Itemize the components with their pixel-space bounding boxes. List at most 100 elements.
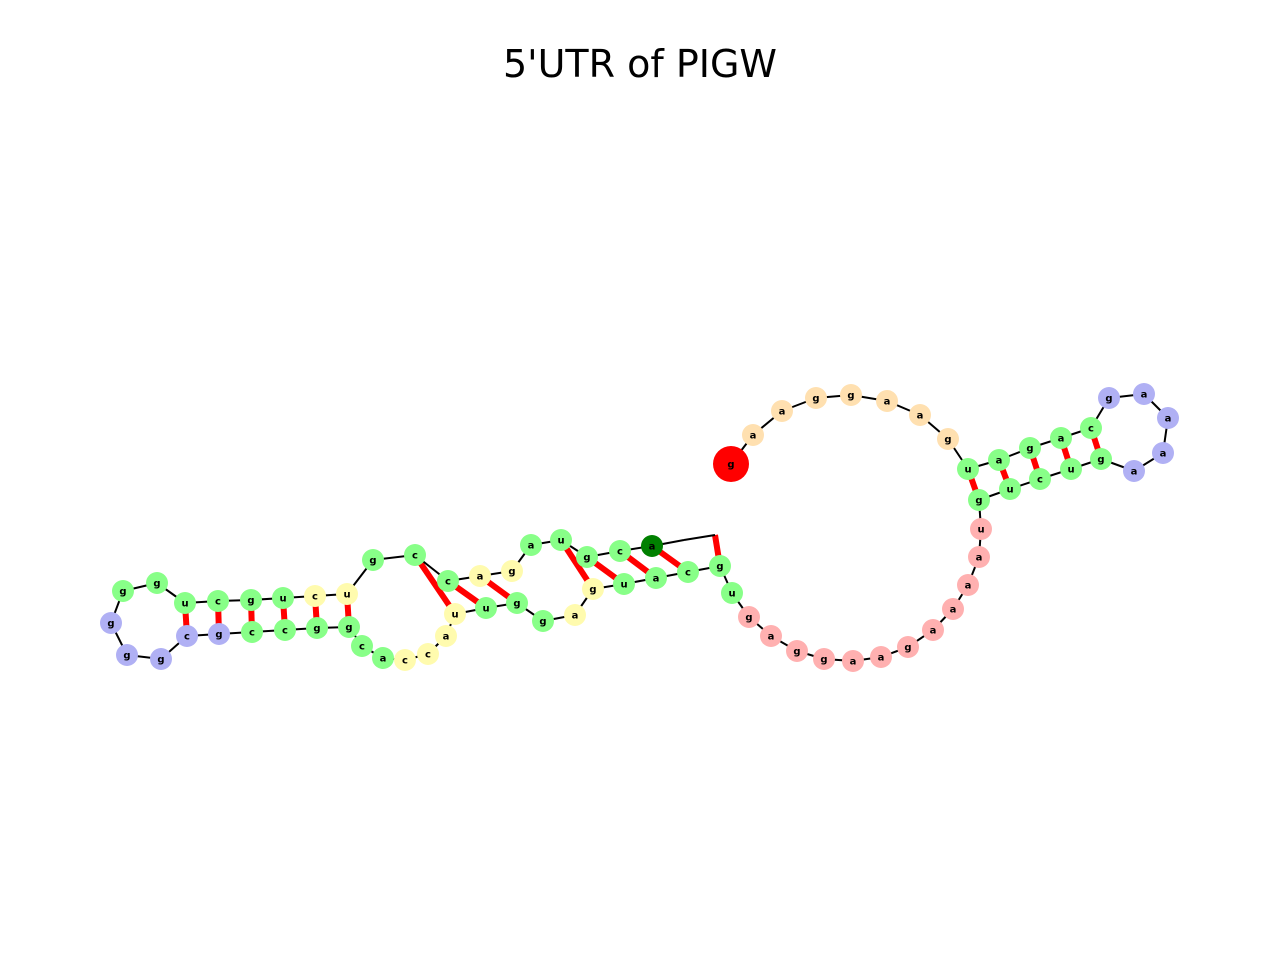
nucleotide-stem: g xyxy=(576,546,598,568)
nucleotide-label: g xyxy=(1105,394,1112,405)
nucleotide-multiloop: u xyxy=(970,518,992,540)
nucleotide-label: u xyxy=(977,525,984,536)
nucleotide-stem: g xyxy=(112,580,134,602)
nucleotide-node xyxy=(709,555,731,577)
nucleotide-node xyxy=(240,589,262,611)
nucleotide-stem: g xyxy=(532,610,554,632)
nucleotide-label: a xyxy=(878,653,885,664)
nucleotide-label: a xyxy=(965,581,972,592)
nucleotide-node xyxy=(842,650,864,672)
nucleotide-stem: u xyxy=(721,582,743,604)
nucleotide-label: g xyxy=(215,630,222,641)
nucleotide-label: u xyxy=(964,465,971,476)
nucleotide-node xyxy=(957,574,979,596)
nucleotide-node xyxy=(1090,448,1112,470)
nucleotide-node xyxy=(338,616,360,638)
nucleotide-hairpin-loop: g xyxy=(150,648,172,670)
nucleotide-label: u xyxy=(1006,485,1013,496)
nucleotide-stem: g xyxy=(506,592,528,614)
nucleotide-label: g xyxy=(369,556,376,567)
nucleotide-node xyxy=(786,640,808,662)
nucleotide-node xyxy=(100,612,122,634)
nucleotide-node xyxy=(738,606,760,628)
nucleotide-label: g xyxy=(904,643,911,654)
nucleotide-five-prime-unpaired: a xyxy=(876,390,898,412)
nucleotide-label: a xyxy=(380,654,387,665)
nucleotide-label: u xyxy=(728,589,735,600)
nucleotide-node xyxy=(1019,437,1041,459)
figure-title: 5'UTR of PIGW xyxy=(503,42,777,86)
nucleotide-stem: u xyxy=(1060,458,1082,480)
nucleotide-interior-loop: c xyxy=(394,649,416,671)
nucleotide-stem: g xyxy=(240,589,262,611)
nucleotide-label: a xyxy=(768,632,775,643)
base-pair-bond xyxy=(412,553,458,616)
nucleotide-label: a xyxy=(653,574,660,585)
nucleotide-stem: c xyxy=(274,619,296,641)
nucleotide-multiloop: g xyxy=(897,636,919,658)
nucleotide-five-prime-unpaired: g xyxy=(937,428,959,450)
nucleotide-label: u xyxy=(557,536,564,547)
nucleotide-label: u xyxy=(343,590,350,601)
nucleotide-stem: c xyxy=(241,621,263,643)
nucleotide-node xyxy=(437,570,459,592)
nucleotide-stem: c xyxy=(677,561,699,583)
nucleotide-label: c xyxy=(1037,475,1043,486)
nucleotide-hairpin-loop: a xyxy=(1133,383,1155,405)
nucleotide-label: g xyxy=(847,391,854,402)
nucleotide-hairpin-loop: a xyxy=(1152,442,1174,464)
nucleotide-stem: g xyxy=(1019,437,1041,459)
nucleotide-label: a xyxy=(1165,414,1172,425)
nucleotide-node xyxy=(641,535,663,557)
nucleotide-label: g xyxy=(508,567,515,578)
nucleotide-multiloop: a xyxy=(968,546,990,568)
nucleotide-node xyxy=(942,598,964,620)
nucleotide-node xyxy=(304,585,326,607)
nucleotide-node xyxy=(957,458,979,480)
nucleotide-label: g xyxy=(716,562,723,573)
nucleotide-interior-loop: g xyxy=(582,578,604,600)
nucleotide-label: c xyxy=(249,628,255,639)
nucleotide-node xyxy=(207,590,229,612)
backbone xyxy=(110,393,1169,662)
nucleotide-label: c xyxy=(617,547,623,558)
nucleotide-interior-loop: g xyxy=(501,560,523,582)
nucleotide-node xyxy=(146,572,168,594)
nucleotide-five-prime-unpaired: a xyxy=(771,400,793,422)
nucleotide-node xyxy=(968,489,990,511)
nucleotide-label: a xyxy=(930,626,937,637)
nucleotide-node xyxy=(937,428,959,450)
nucleotide-label: a xyxy=(976,553,983,564)
nucleotide-node xyxy=(1152,442,1174,464)
nucleotide-node xyxy=(576,546,598,568)
nucleotide-node xyxy=(760,625,782,647)
nucleotide-label: c xyxy=(282,626,288,637)
nucleotide-stem: c xyxy=(437,570,459,592)
nucleotide-label: a xyxy=(477,572,484,583)
nucleotide-hairpin-loop: a xyxy=(1123,460,1145,482)
nucleotide-label: g xyxy=(589,585,596,596)
nucleotide-node xyxy=(116,644,138,666)
nucleotide-node xyxy=(241,621,263,643)
nucleotide-node xyxy=(988,449,1010,471)
nucleotide-label: a xyxy=(528,541,535,552)
nucleotide-node xyxy=(1133,383,1155,405)
nucleotide-node xyxy=(742,424,764,446)
nucleotide-stem: u xyxy=(550,529,572,551)
nucleotide-stem: a xyxy=(520,534,542,556)
nucleotide-label: c xyxy=(359,642,365,653)
nucleotide-label: a xyxy=(779,407,786,418)
nucleotide-node xyxy=(564,604,586,626)
nucleotide-node xyxy=(404,544,426,566)
nucleotide-node xyxy=(208,623,230,645)
nucleotide-stem: g xyxy=(146,572,168,594)
nucleotide-five-prime-unpaired: a xyxy=(742,424,764,446)
nucleotide-interior-loop: a xyxy=(469,565,491,587)
nucleotide-label: g xyxy=(313,624,320,635)
nucleotide-node xyxy=(970,518,992,540)
nucleotide-node xyxy=(1098,387,1120,409)
nucleotide-stem: u xyxy=(174,592,196,614)
nucleotide-label: u xyxy=(1067,465,1074,476)
nucleotide-node xyxy=(805,387,827,409)
